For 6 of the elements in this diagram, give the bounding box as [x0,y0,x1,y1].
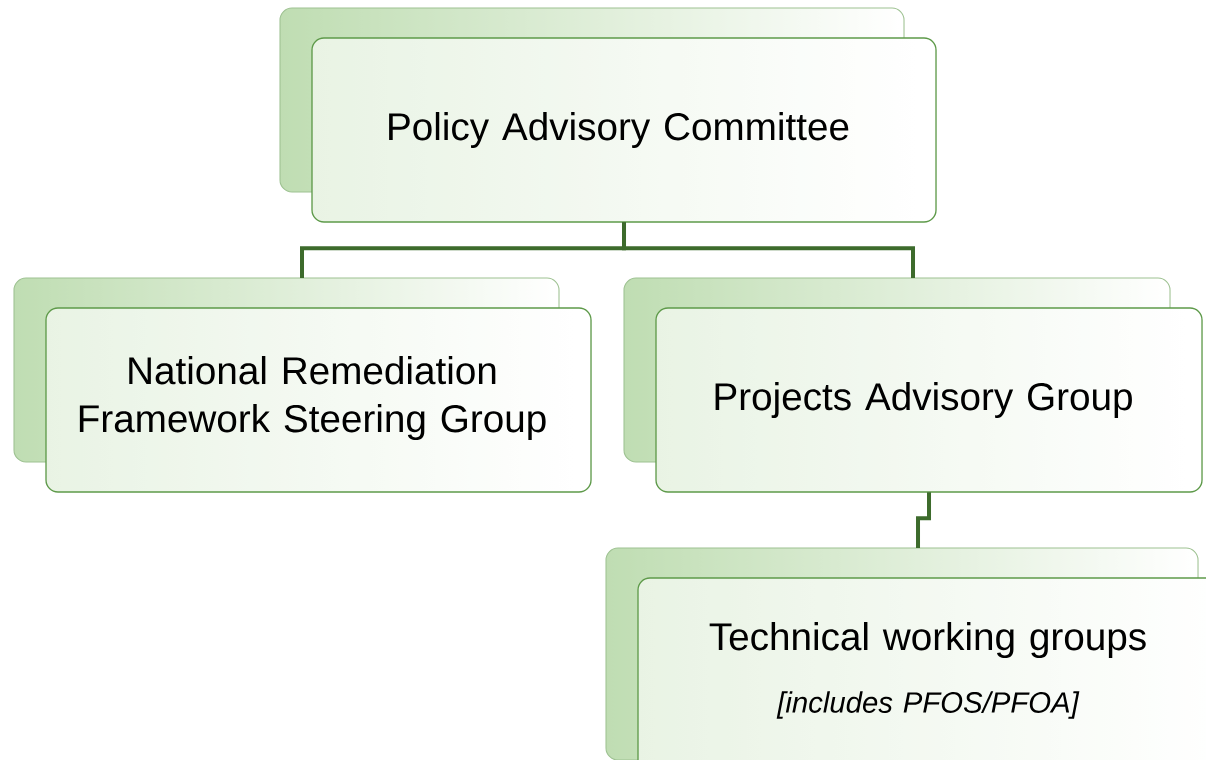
org-box: Technical working groups [includes PFOS/PFOA] [605,547,1206,760]
org-box: National Remediation Framework Steering Group [13,277,592,493]
connector-line [916,492,931,548]
connector-line [622,222,915,278]
org-box: Projects Advisory Group [623,277,1203,493]
org-box: Policy Advisory Committee [279,7,937,223]
